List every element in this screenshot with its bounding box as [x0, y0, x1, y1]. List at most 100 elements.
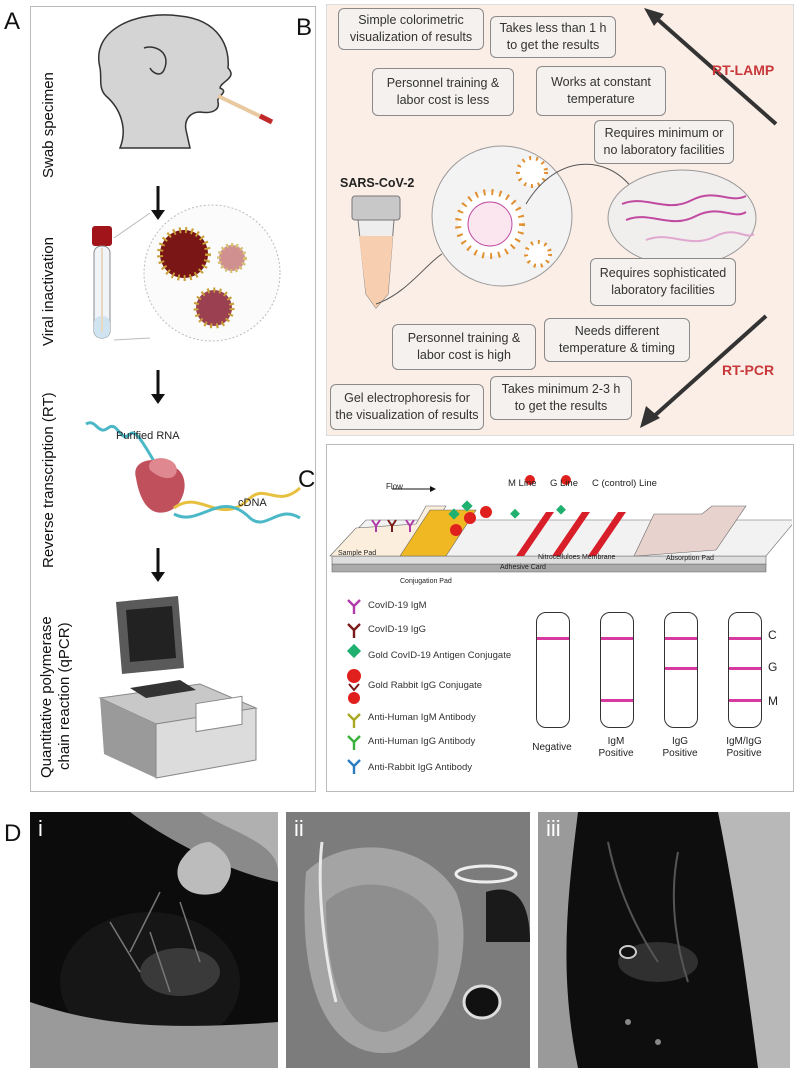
c-band	[665, 637, 697, 640]
panel-d-letter: D	[4, 820, 22, 847]
legend-icons	[346, 599, 362, 774]
lamp-box-time: Takes less than 1 h to get the results	[490, 16, 616, 58]
rt-pcr-label: RT-PCR	[722, 362, 775, 378]
m-line	[516, 512, 554, 556]
panel-c-letter: C	[298, 466, 316, 493]
membrane-label: Nitrocelluloes Membrane	[538, 554, 616, 561]
legend-antigen-conjugate: Gold CovID-19 Antigen Conjugate	[368, 650, 512, 661]
absorption-pad-label: Absorption Pad	[666, 555, 714, 562]
rna-strand	[621, 194, 747, 207]
ct-scan-iii: iii	[538, 812, 790, 1068]
sample-tube-icon	[92, 226, 112, 339]
rabbit-igg-icon	[348, 683, 360, 692]
g-line	[552, 512, 590, 556]
arrow-right-icon	[430, 486, 436, 492]
sars-cov-2-label: SARS-CoV-2	[340, 176, 415, 190]
legend-rabbit-conjugate: Gold Rabbit IgG Conjugate	[368, 680, 483, 691]
strip-letter-c: C	[768, 628, 777, 642]
arrow-down-icon	[151, 394, 165, 404]
pcr-box-temperature: Needs different temperature & timing	[544, 318, 690, 362]
pcr-box-gel: Gel electrophoresis for the visualizatio…	[330, 384, 484, 430]
antigen-conjugate-icon	[346, 643, 362, 659]
pcr-box-time: Takes minimum 2-3 h to get the results	[490, 376, 632, 420]
c-band	[537, 637, 569, 640]
c-line-label: C (control) Line	[592, 478, 657, 489]
ct-label-i: i	[38, 816, 43, 841]
qpcr-machine-icon	[98, 596, 258, 779]
swab-stick	[217, 94, 269, 122]
rna-strand	[85, 421, 160, 469]
lamp-box-facilities: Requires minimum or no laboratory facili…	[594, 120, 734, 164]
arrow-up-icon	[644, 8, 664, 26]
cdna-label: cDNA	[238, 497, 267, 509]
step-inactivation-label: Viral inactivation	[40, 237, 57, 346]
lamp-box-colorimetric: Simple colorimetric visualization of res…	[338, 8, 484, 50]
lamp-box-temperature: Works at constant temperature	[536, 66, 666, 116]
step-rt-label: Reverse transcription (RT)	[40, 392, 57, 568]
g-line-label: G Line	[550, 478, 578, 489]
conjugation-pad-label: Conjugation Pad	[400, 578, 452, 585]
strip-igm-positive	[600, 612, 634, 728]
pcr-box-training: Personnel training & labor cost is high	[392, 324, 536, 370]
reverse-transcriptase-icon	[135, 458, 185, 513]
strip-igg-positive	[664, 612, 698, 728]
c-band	[601, 637, 633, 640]
legend-anti-igm: Anti-Human IgM Antibody	[368, 712, 476, 723]
c-line	[588, 512, 626, 556]
arrow-down-icon	[151, 572, 165, 582]
m-line-label: M Line	[508, 478, 537, 489]
ct-scan-ii: ii	[286, 812, 530, 1068]
strip-negative	[536, 612, 570, 728]
ct-label-ii: ii	[294, 816, 304, 841]
ct-scan-iii-image	[538, 812, 790, 1068]
m-band	[729, 699, 761, 702]
legend-igm: CovID-19 IgM	[368, 600, 427, 611]
sample-pad-label: Sample Pad	[338, 550, 377, 557]
strip-letter-g: G	[768, 660, 778, 674]
panel-a-letter: A	[4, 8, 21, 35]
panel-a-frame	[30, 6, 316, 792]
rna-label: Purified RNA	[116, 430, 180, 442]
strip-letter-m: M	[768, 694, 778, 708]
lamp-box-training: Personnel training & labor cost is less	[372, 68, 514, 116]
arrow-down-icon	[151, 210, 165, 220]
flow-label: Flow	[386, 482, 403, 491]
strip-igm-igg-positive	[728, 612, 762, 728]
ct-scan-ii-image	[286, 812, 530, 1068]
cdna-strand	[173, 486, 302, 512]
virus-icon	[455, 156, 552, 268]
ct-scan-i-image	[30, 812, 278, 1068]
strip-label-negative: Negative	[532, 742, 572, 753]
anti-igg-icon	[347, 735, 361, 750]
c-band	[729, 637, 761, 640]
panel-a-illustrations	[85, 14, 302, 779]
anti-igm-icon	[347, 713, 361, 728]
adhesive-card-label: Adhesive Card	[500, 564, 546, 571]
rt-lamp-label: RT-LAMP	[712, 62, 775, 78]
step-qpcr-label-2: chain reaction (qPCR)	[56, 622, 73, 770]
m-band	[601, 699, 633, 702]
legend-anti-rabbit: Anti-Rabbit IgG Antibody	[368, 762, 473, 773]
virus-icon	[157, 227, 247, 329]
gold-conjugate-icon	[347, 669, 361, 683]
legend-anti-igg: Anti-Human IgG Antibody	[368, 736, 476, 747]
panel-b-letter: B	[296, 14, 313, 41]
lateral-flow-strip-diagram	[329, 475, 792, 573]
arrow-down-icon	[640, 406, 660, 428]
igg-icon	[347, 623, 361, 638]
sample-tube-icon	[351, 195, 401, 309]
pcr-box-facilities: Requires sophisticated laboratory facili…	[590, 258, 736, 306]
panel-b-illustrations	[351, 8, 778, 428]
g-band	[729, 667, 761, 670]
ct-label-iii: iii	[546, 816, 561, 841]
step-qpcr-label-1: Quantitative polymerase	[38, 616, 55, 778]
head-icon	[97, 14, 232, 149]
g-band	[665, 667, 697, 670]
step-swab-label: Swab specimen	[40, 72, 57, 178]
anti-rabbit-icon	[347, 759, 361, 774]
ct-scan-i: i	[30, 812, 278, 1068]
legend-igg: CovID-19 IgG	[368, 624, 427, 635]
